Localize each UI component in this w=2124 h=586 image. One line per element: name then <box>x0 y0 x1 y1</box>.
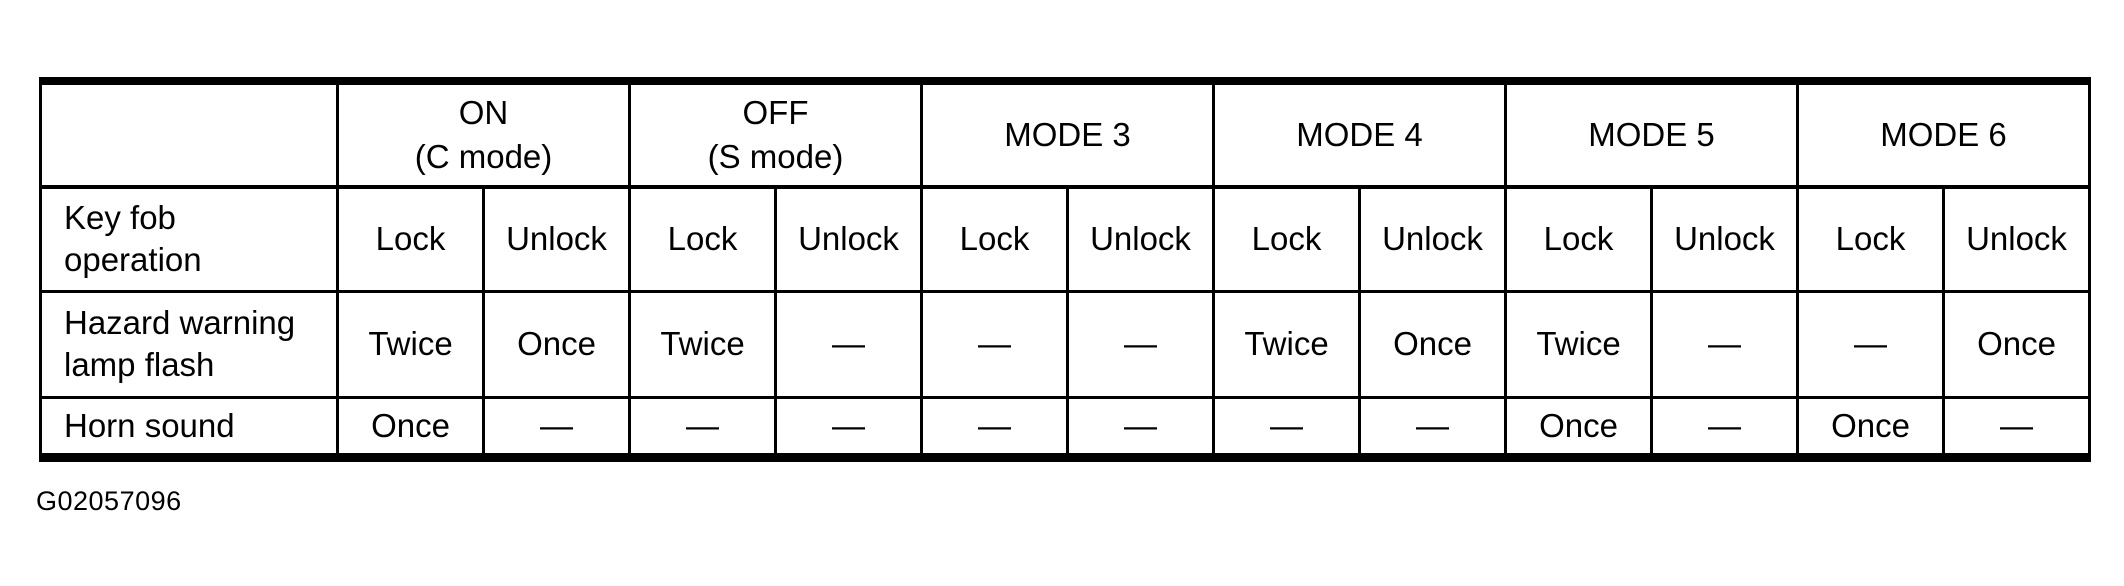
table-cell: Twice <box>336 289 485 399</box>
table-cell: Lock <box>1212 185 1361 293</box>
mode-header-line1: MODE 3 <box>1004 116 1131 153</box>
table-cell: — <box>1796 289 1945 399</box>
mode-header-mode-4: MODE 4 <box>1212 79 1507 189</box>
table-cell: Lock <box>628 185 777 293</box>
table-cell: Unlock <box>1942 185 2091 293</box>
row-label-hazard-warning-lamp-flash: Hazard warning lamp flash <box>39 289 339 399</box>
mode-header-mode-3: MODE 3 <box>920 79 1215 189</box>
table-cell: Once <box>336 395 485 459</box>
table-cell: Lock <box>1796 185 1945 293</box>
table-cell: Twice <box>1504 289 1653 399</box>
table-cell: — <box>1212 395 1361 459</box>
table-cell: Once <box>1358 289 1507 399</box>
mode-header-row: ON (C mode) OFF (S mode) MODE 3 MODE 4 M… <box>39 79 2091 189</box>
table-cell: Twice <box>1212 289 1361 399</box>
key-fob-operation-row: Key fob operation Lock Unlock Lock Unloc… <box>39 185 2091 293</box>
mode-header-mode-5: MODE 5 <box>1504 79 1799 189</box>
row-label-horn-sound: Horn sound <box>39 395 339 459</box>
table-cell: Unlock <box>1358 185 1507 293</box>
mode-header-on: ON (C mode) <box>336 79 631 189</box>
table-cell: Once <box>1504 395 1653 459</box>
mode-header-off: OFF (S mode) <box>628 79 923 189</box>
table-cell: Once <box>1796 395 1945 459</box>
table-cell: Unlock <box>1066 185 1215 293</box>
mode-header-line2: (S mode) <box>707 138 844 175</box>
table-cell: Twice <box>628 289 777 399</box>
table-cell: — <box>920 289 1069 399</box>
table-cell: Once <box>482 289 631 399</box>
table-cell: Once <box>1942 289 2091 399</box>
horn-sound-row: Horn sound Once — — — — — — — Once — Onc… <box>39 395 2091 459</box>
row-label-key-fob-operation: Key fob operation <box>39 185 339 293</box>
table-cell: Unlock <box>482 185 631 293</box>
mode-header-line2: (C mode) <box>414 138 553 175</box>
table-cell: — <box>920 395 1069 459</box>
hazard-warning-lamp-flash-row: Hazard warning lamp flash Twice Once Twi… <box>39 289 2091 399</box>
mode-header-line1: OFF <box>742 94 809 131</box>
table-cell: — <box>774 289 923 399</box>
mode-header-line1: MODE 4 <box>1296 116 1423 153</box>
table-cell: — <box>1066 395 1215 459</box>
table-cell: — <box>1650 395 1799 459</box>
figure-id: G02057096 <box>36 486 182 516</box>
table-cell: — <box>1650 289 1799 399</box>
mode-header-mode-6: MODE 6 <box>1796 79 2091 189</box>
table-cell: — <box>482 395 631 459</box>
mode-header-line1: ON <box>458 94 509 131</box>
corner-cell <box>39 79 339 189</box>
mode-header-line1: MODE 5 <box>1588 116 1715 153</box>
table-cell: — <box>1066 289 1215 399</box>
table-cell: — <box>1358 395 1507 459</box>
mode-header-line1: MODE 6 <box>1880 116 2007 153</box>
table-cell: Lock <box>1504 185 1653 293</box>
key-fob-response-table: ON (C mode) OFF (S mode) MODE 3 MODE 4 M… <box>39 77 2091 462</box>
table-cell: — <box>1942 395 2091 459</box>
table-cell: — <box>774 395 923 459</box>
table-cell: — <box>628 395 777 459</box>
table-cell: Unlock <box>774 185 923 293</box>
table-cell: Lock <box>336 185 485 293</box>
table-cell: Lock <box>920 185 1069 293</box>
table-cell: Unlock <box>1650 185 1799 293</box>
